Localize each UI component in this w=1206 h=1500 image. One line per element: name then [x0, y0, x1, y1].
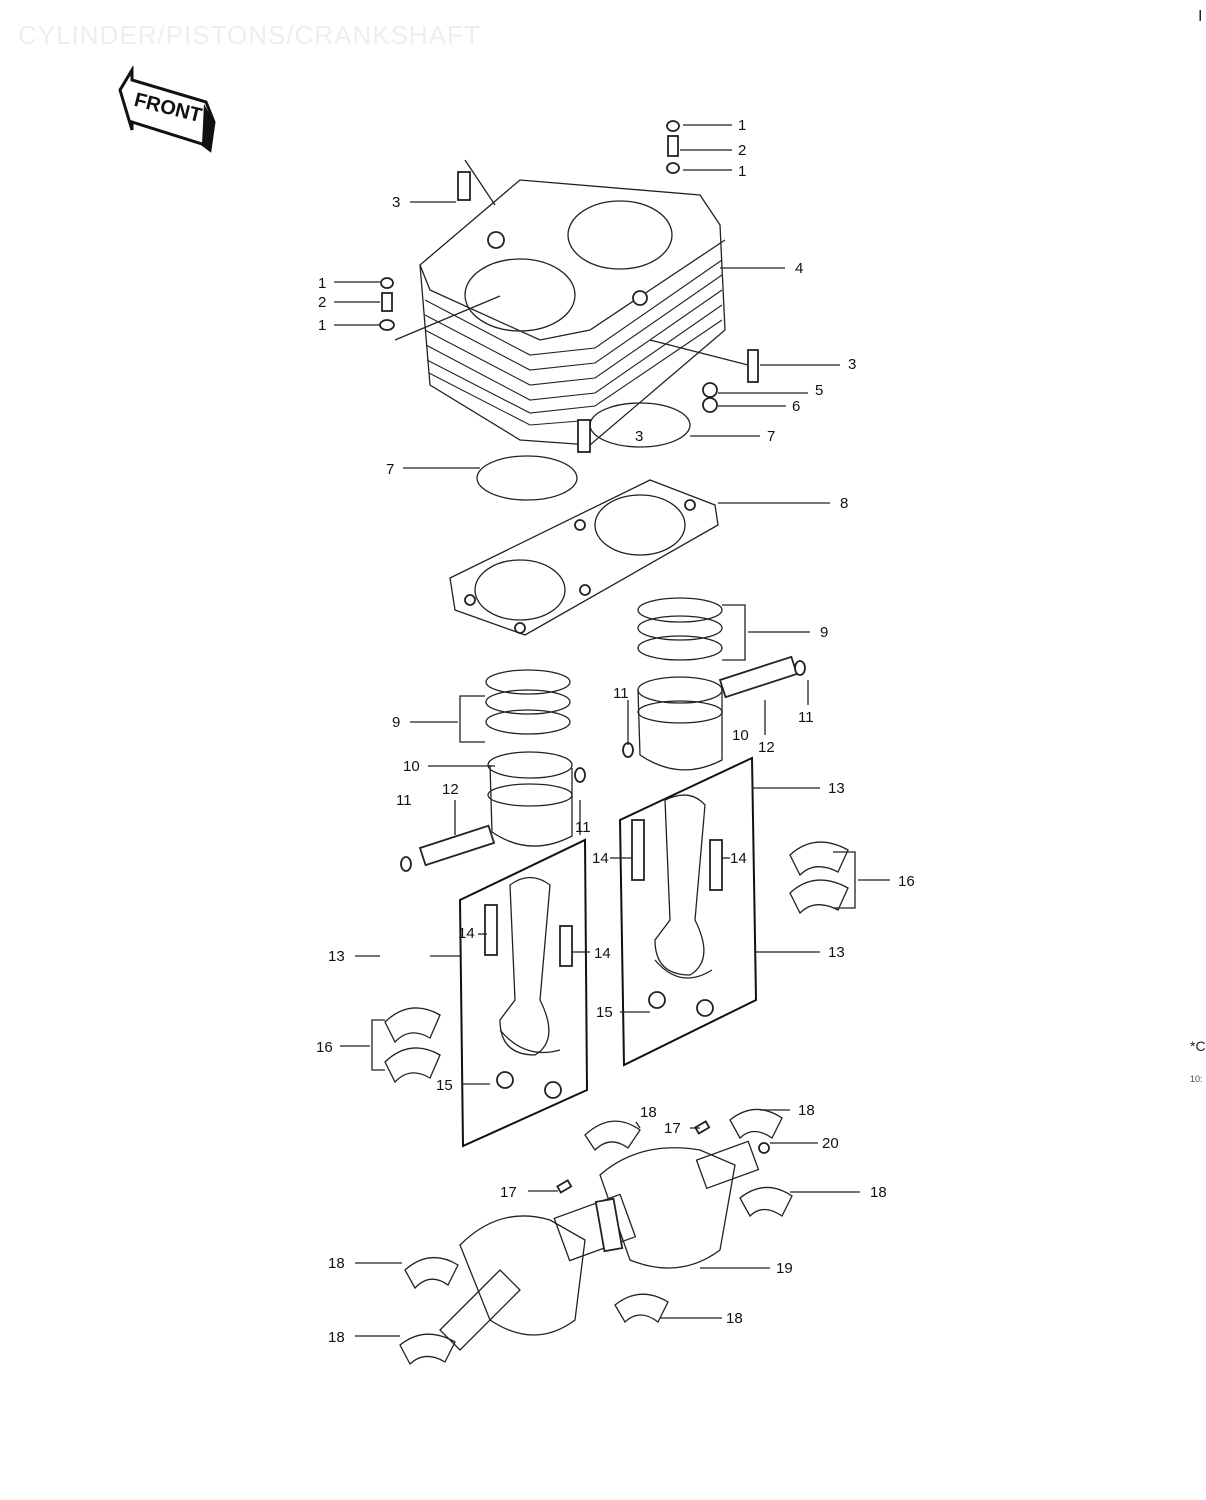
callout-10: 10	[732, 727, 749, 744]
callout-6: 6	[792, 398, 800, 415]
callout-17: 17	[664, 1120, 681, 1137]
nut-5	[702, 382, 718, 398]
connecting-rod-box-left	[458, 838, 589, 1148]
circlip-right-b	[622, 742, 634, 758]
callout-11: 11	[575, 819, 591, 836]
callout-8: 8	[840, 495, 848, 512]
callout-20: 20	[822, 1135, 839, 1152]
callout-16: 16	[898, 873, 915, 890]
callout-9: 9	[392, 714, 400, 731]
callout-17: 17	[500, 1184, 517, 1201]
edge-mark-small: 10:	[1190, 1074, 1203, 1084]
callout-5: 5	[815, 382, 823, 399]
crankshaft-main-bearings	[399, 1108, 793, 1366]
piston-right	[637, 676, 723, 771]
cylinder-block	[419, 179, 726, 446]
callout-2: 2	[318, 294, 326, 311]
nut-washer-stack-left	[379, 277, 395, 331]
callout-19: 19	[776, 1260, 793, 1277]
callout-18: 18	[328, 1329, 345, 1346]
callout-14: 14	[594, 945, 611, 962]
callout-15: 15	[436, 1077, 453, 1094]
callout-4: 4	[795, 260, 803, 277]
stud-bolt-top	[457, 171, 471, 201]
callout-18: 18	[640, 1104, 657, 1121]
callout-14: 14	[458, 925, 475, 942]
callout-9: 9	[820, 624, 828, 641]
callout-15: 15	[596, 1004, 613, 1021]
callout-18: 18	[870, 1184, 887, 1201]
callout-numbers: 1 2 1 3 4 1 2 1 3 5 6 3 7 7 8 9 11 11 10…	[316, 117, 915, 1346]
bearing-insert-pair-right	[789, 841, 849, 915]
callout-7: 7	[386, 461, 394, 478]
callout-7: 7	[767, 428, 775, 445]
piston-pin-right	[718, 655, 799, 699]
washer-6	[702, 397, 718, 413]
o-ring-right	[589, 402, 691, 448]
stud-bolt-right	[747, 349, 759, 383]
callout-1: 1	[318, 317, 326, 334]
callout-3: 3	[392, 194, 400, 211]
connecting-rod-left	[484, 876, 573, 1099]
piston-ring-set-right	[637, 597, 723, 661]
piston-left	[487, 751, 573, 847]
piston-pin-left	[418, 824, 496, 867]
callout-16: 16	[316, 1039, 333, 1056]
callout-2: 2	[738, 142, 746, 159]
cylinder-base-gasket	[449, 479, 719, 636]
callout-10: 10	[403, 758, 420, 775]
callout-12: 12	[758, 739, 775, 756]
callout-3: 3	[635, 428, 643, 445]
callout-14: 14	[592, 850, 609, 867]
callout-18: 18	[328, 1255, 345, 1272]
callout-11: 11	[613, 685, 629, 702]
callout-14: 14	[730, 850, 747, 867]
callout-12: 12	[442, 781, 459, 798]
nut-washer-stack-top	[666, 120, 680, 174]
leader-lines	[334, 124, 890, 1337]
crankshaft	[439, 1140, 760, 1351]
callout-11: 11	[396, 792, 412, 809]
bearing-insert-pair-left	[384, 1007, 441, 1084]
front-arrow-badge: FRONT	[118, 66, 216, 153]
edge-mark-middle: *C	[1190, 1038, 1206, 1054]
circlip-left-a	[400, 856, 412, 872]
circlip-left-b	[574, 767, 586, 783]
callout-13: 13	[828, 780, 845, 797]
circlip-right-a	[794, 660, 806, 676]
connecting-rod-box-right	[618, 756, 758, 1067]
piston-ring-set-left	[485, 669, 571, 735]
callout-13: 13	[828, 944, 845, 961]
callout-3: 3	[848, 356, 856, 373]
callout-18: 18	[726, 1310, 743, 1327]
callout-1: 1	[738, 163, 746, 180]
callout-1: 1	[318, 275, 326, 292]
stud-bolt-bottom	[577, 419, 591, 453]
callout-13: 13	[328, 948, 345, 965]
page-title: CYLINDER/PISTONS/CRANKSHAFT	[18, 20, 481, 50]
connecting-rod-right	[631, 794, 723, 1017]
callout-18: 18	[798, 1102, 815, 1119]
callout-1: 1	[738, 117, 746, 134]
edge-mark-top: I	[1198, 8, 1203, 25]
o-ring-left	[476, 455, 578, 501]
callout-11: 11	[798, 709, 814, 726]
